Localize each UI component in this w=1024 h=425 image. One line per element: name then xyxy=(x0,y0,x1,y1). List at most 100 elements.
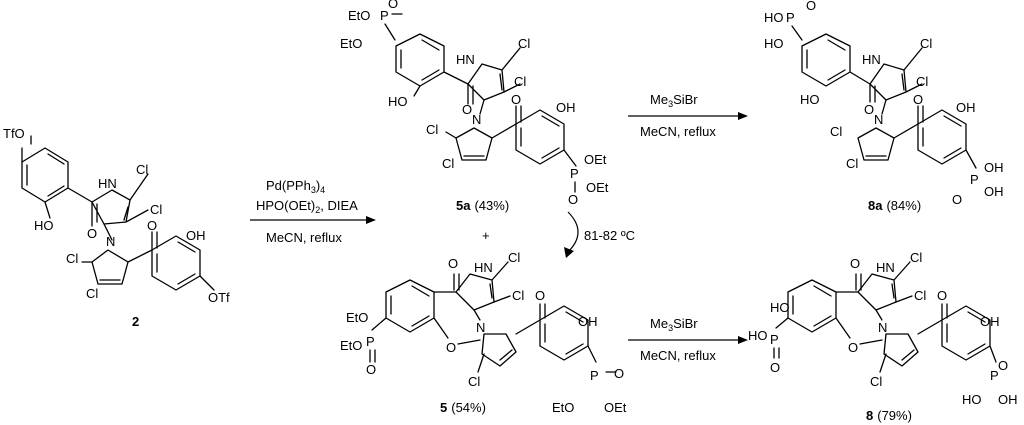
oh-label: OH xyxy=(980,314,1000,329)
carbonyl-o-label: O xyxy=(535,288,545,303)
carbonyl-o-label: O xyxy=(87,226,97,241)
hn-label: HN xyxy=(456,52,475,67)
reagent-solvent: MeCN, reflux xyxy=(640,124,716,139)
compound-8-number: 8 xyxy=(866,408,873,423)
o-label: O xyxy=(388,0,398,11)
compound-8a-label: 8a(84%) xyxy=(868,198,921,213)
compound-5a-structure: EtO P O EtO HO O HN Cl Cl N Cl Cl xyxy=(340,0,609,213)
ho-label: HO xyxy=(764,36,784,51)
cl-label: Cl xyxy=(870,374,882,389)
compound-8-yield: (79%) xyxy=(877,408,912,423)
compound-2-label: 2 xyxy=(132,314,139,329)
oh-label: OH xyxy=(984,184,1004,199)
eto-label: EtO xyxy=(340,36,362,51)
otf-label: OTf xyxy=(208,290,230,305)
cl-label: Cl xyxy=(514,74,526,89)
cl-label: Cl xyxy=(468,374,480,389)
p-label: P xyxy=(570,166,579,181)
o-bridge-label: O xyxy=(848,340,858,355)
carbonyl-o-label: O xyxy=(937,288,947,303)
hn-label: HN xyxy=(474,260,493,275)
n-label: N xyxy=(476,320,485,335)
carbonyl-o-label: O xyxy=(462,102,472,117)
reagent-solvent: MeCN, reflux xyxy=(266,230,342,245)
cl-label: Cl xyxy=(508,250,520,265)
oh-label: OH xyxy=(556,100,576,115)
ho-label: HO xyxy=(800,92,820,107)
o-label: O xyxy=(366,362,376,377)
p-label: P xyxy=(990,368,999,383)
reagent-tmsbr: Me3SiBr xyxy=(650,316,698,333)
p-label: P xyxy=(590,368,599,383)
arrow-cyclization xyxy=(564,211,579,258)
o-label: O xyxy=(952,192,962,207)
o-label: O xyxy=(614,366,624,381)
compound-5a-yield: (43%) xyxy=(474,198,509,213)
oet-label: OEt xyxy=(584,152,607,167)
o-label: O xyxy=(806,0,816,13)
cl-label: Cl xyxy=(846,156,858,171)
arrow-deprotect-top xyxy=(628,112,748,120)
plus-sign: + xyxy=(482,228,490,243)
eto-label: EtO xyxy=(346,310,368,325)
ho-label: HO xyxy=(34,218,54,233)
p-label: P xyxy=(380,8,389,23)
o-label: O xyxy=(998,358,1008,373)
compound-5-yield: (54%) xyxy=(451,400,486,415)
reagent-solvent: MeCN, reflux xyxy=(640,348,716,363)
hn-label: HN xyxy=(98,176,117,191)
n-label: N xyxy=(472,112,481,127)
n-label: N xyxy=(874,112,883,127)
o-label: O xyxy=(850,256,860,271)
ho-label: HO xyxy=(388,94,408,109)
cl-label: Cl xyxy=(150,202,162,217)
oet-label: OEt xyxy=(586,180,609,195)
hn-label: HN xyxy=(862,52,881,67)
o-label: O xyxy=(448,256,458,271)
hn-label: HN xyxy=(876,260,895,275)
compound-5-label: 5 (54%) xyxy=(440,400,486,415)
compound-8a-yield: (84%) xyxy=(886,198,921,213)
eto-label: EtO xyxy=(552,400,574,415)
n-label: N xyxy=(878,320,887,335)
cl-label: Cl xyxy=(136,162,148,177)
reagent-tmsbr: Me3SiBr xyxy=(650,92,698,109)
o-bridge-label: O xyxy=(446,340,456,355)
o-label: O xyxy=(770,360,780,375)
compound-2-structure: TfO HO O HN Cl Cl N Cl Cl O xyxy=(3,126,230,329)
compound-8-label: 8 (79%) xyxy=(866,408,912,423)
carbonyl-o-label: O xyxy=(147,218,157,233)
arrow-deprotect-bottom xyxy=(628,336,748,344)
compound-5a-number: 5a xyxy=(456,198,471,213)
oh-label: OH xyxy=(984,160,1004,175)
oh-label: OH xyxy=(956,100,976,115)
compound-8a-structure: HO P O HO HO O HN Cl Cl N Cl Cl O OH xyxy=(764,0,1004,213)
ho-label: HO xyxy=(770,300,790,315)
cl-label: Cl xyxy=(910,250,922,265)
oh-label: OH xyxy=(186,228,206,243)
p-label: P xyxy=(366,334,375,349)
cl-label: Cl xyxy=(920,36,932,51)
compound-8a-number: 8a xyxy=(868,198,883,213)
compound-5-structure: O O HN Cl Cl N Cl P EtO EtO O xyxy=(340,250,627,415)
cl-label: Cl xyxy=(86,286,98,301)
ho-label: HO xyxy=(748,328,768,343)
p-label: P xyxy=(770,332,779,347)
oh-label: OH xyxy=(998,392,1018,407)
cl-label: Cl xyxy=(442,156,454,171)
condition-temperature: 81-82 ºC xyxy=(584,228,635,243)
cl-label: Cl xyxy=(914,288,926,303)
compound-5a-label: 5a(43%) xyxy=(456,198,509,213)
o-label: O xyxy=(568,192,578,207)
ho-label: HO xyxy=(764,10,784,25)
oet-label: OEt xyxy=(604,400,627,415)
arrow-step1 xyxy=(250,216,376,224)
oh-label: OH xyxy=(578,314,598,329)
p-label: P xyxy=(970,172,979,187)
ho-label: HO xyxy=(962,392,982,407)
tfo-label: TfO xyxy=(3,126,25,141)
compound-5-number: 5 xyxy=(440,400,447,415)
cl-label: Cl xyxy=(518,36,530,51)
cl-label: Cl xyxy=(66,251,78,266)
